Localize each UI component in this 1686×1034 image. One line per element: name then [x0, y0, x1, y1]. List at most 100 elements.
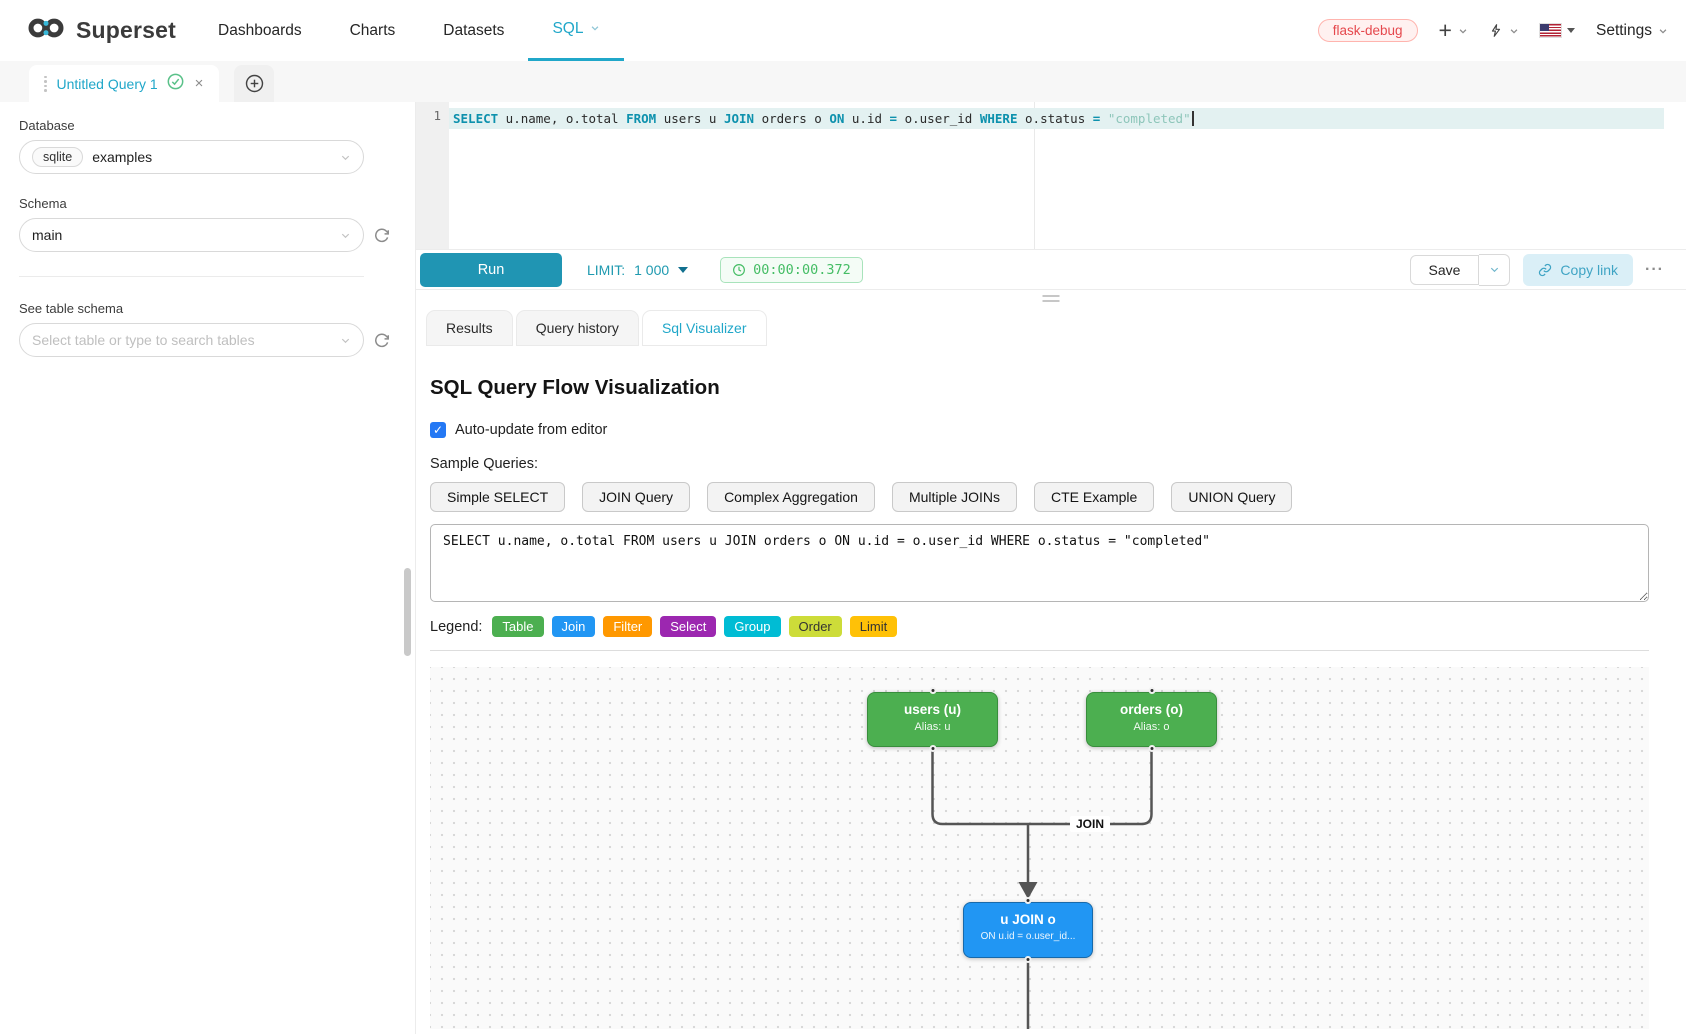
saved-check-icon	[167, 73, 184, 95]
query-tab-strip: Untitled Query 1 ×	[0, 61, 1686, 102]
main-area: Database sqlite examples Schema main	[0, 102, 1686, 1034]
node-handle-top[interactable]	[929, 687, 936, 694]
join-edge-label: JOIN	[1069, 816, 1111, 832]
editor-toolbar: Run LIMIT: 1 000 00:00:00.372 Save Copy …	[416, 249, 1686, 290]
schema-select[interactable]: main	[19, 218, 364, 252]
visualizer-pane: SQL Query Flow Visualization ✓ Auto-upda…	[416, 346, 1686, 1034]
nav-item-dashboards[interactable]: Dashboards	[218, 21, 302, 39]
chevron-down-icon	[1459, 28, 1467, 34]
flow-node-orders[interactable]: orders (o) Alias: o	[1086, 687, 1217, 752]
refresh-tables-button[interactable]	[373, 332, 390, 349]
query-timer: 00:00:00.372	[720, 256, 863, 283]
clock-icon	[733, 263, 746, 276]
node-handle-top[interactable]	[1148, 687, 1155, 694]
main-menu: Dashboards Charts Datasets SQL	[194, 0, 625, 61]
nav-right-cluster: flask-debug + Settings	[1317, 0, 1668, 61]
database-label: Database	[19, 118, 75, 133]
legend-badge-order: Order	[788, 616, 842, 637]
flow-edges	[931, 748, 1153, 1029]
arrowhead-icon	[1018, 882, 1038, 899]
new-dropdown[interactable]: +	[1439, 19, 1468, 42]
sample-queries-label: Sample Queries:	[430, 456, 538, 472]
node-handle-bottom[interactable]	[1024, 956, 1032, 963]
query-tab-title: Untitled Query 1	[56, 75, 158, 92]
query-tab[interactable]: Untitled Query 1 ×	[29, 65, 220, 102]
save-button[interactable]: Save	[1409, 254, 1480, 285]
chevron-down-icon	[340, 152, 351, 163]
limit-dropdown[interactable]: LIMIT: 1 000	[587, 262, 689, 278]
sample-union-query-button[interactable]: UNION Query	[1171, 482, 1293, 512]
legend-badge-select: Select	[660, 616, 717, 637]
sqllab-sidebar: Database sqlite examples Schema main	[0, 102, 415, 1034]
new-tab-button[interactable]	[234, 65, 275, 102]
chevron-down-icon	[1490, 267, 1499, 273]
us-flag-icon	[1538, 23, 1562, 38]
editor-code-area[interactable]: SELECT u.name, o.total FROM users u JOIN…	[449, 102, 1664, 249]
nav-item-charts[interactable]: Charts	[349, 21, 396, 39]
tab-sql-visualizer[interactable]: Sql Visualizer	[641, 310, 767, 346]
flow-node-users[interactable]: users (u) Alias: u	[867, 687, 998, 752]
active-code-line: SELECT u.name, o.total FROM users u JOIN…	[449, 108, 1664, 129]
schema-label: Schema	[19, 196, 67, 211]
text-cursor	[1191, 111, 1194, 126]
south-pane-scrollbar[interactable]	[404, 568, 411, 656]
tab-results[interactable]: Results	[426, 310, 513, 346]
link-icon	[1539, 263, 1552, 276]
query-textarea[interactable]: SELECT u.name, o.total FROM users u JOIN…	[430, 524, 1649, 602]
sidebar-divider	[19, 276, 364, 277]
save-options-button[interactable]	[1479, 253, 1511, 286]
result-tabs: Results Query history Sql Visualizer	[416, 310, 1686, 346]
nav-item-sql[interactable]: SQL	[528, 0, 625, 61]
query-search-dropdown[interactable]	[1489, 22, 1519, 39]
copy-link-button[interactable]: Copy link	[1523, 253, 1634, 286]
legend-badge-limit: Limit	[849, 616, 898, 637]
language-dropdown[interactable]	[1538, 23, 1575, 38]
chevron-down-icon	[340, 335, 351, 346]
run-button[interactable]: Run	[420, 252, 562, 287]
node-handle-top[interactable]	[1024, 897, 1032, 904]
caret-down-icon	[678, 266, 689, 273]
table-schema-label: See table schema	[19, 301, 124, 316]
sample-join-query-button[interactable]: JOIN Query	[582, 482, 691, 512]
legend-badge-filter: Filter	[603, 616, 653, 637]
content-divider	[430, 650, 1649, 651]
environment-badge: flask-debug	[1317, 19, 1418, 42]
node-handle-bottom[interactable]	[1148, 745, 1155, 752]
refresh-schema-button[interactable]	[373, 227, 390, 244]
sample-multiple-joins-button[interactable]: Multiple JOINs	[891, 482, 1017, 512]
sample-simple-select-button[interactable]: Simple SELECT	[430, 482, 566, 512]
chevron-down-icon	[1510, 28, 1518, 34]
plus-icon: +	[1438, 17, 1452, 43]
sample-complex-aggregation-button[interactable]: Complex Aggregation	[707, 482, 875, 512]
sample-cte-example-button[interactable]: CTE Example	[1033, 482, 1155, 512]
tab-close-icon[interactable]: ×	[194, 75, 204, 92]
chevron-down-icon	[1659, 28, 1667, 34]
database-select[interactable]: sqlite examples	[19, 140, 364, 174]
circle-plus-icon	[245, 74, 264, 93]
superset-logo[interactable]: Superset	[26, 0, 176, 61]
tab-query-history[interactable]: Query history	[515, 310, 639, 346]
editor-gutter: 1	[416, 102, 449, 249]
legend: Legend: Table Join Filter Select Group O…	[430, 616, 1686, 637]
node-handle-bottom[interactable]	[929, 745, 936, 752]
top-nav: Superset Dashboards Charts Datasets SQL …	[0, 0, 1686, 61]
table-select[interactable]: Select table or type to search tables	[19, 323, 364, 357]
legend-label: Legend:	[430, 618, 483, 635]
page-title: SQL Query Flow Visualization	[430, 376, 720, 399]
pane-splitter	[416, 290, 1686, 310]
auto-update-label: Auto-update from editor	[455, 422, 608, 438]
nav-item-datasets[interactable]: Datasets	[443, 21, 505, 39]
sql-editor[interactable]: 1 SELECT u.name, o.total FROM users u JO…	[416, 102, 1686, 249]
more-actions-button[interactable]: ···	[1645, 260, 1664, 278]
line-number: 1	[433, 108, 441, 123]
caret-down-icon	[1566, 28, 1575, 33]
flow-node-join[interactable]: u JOIN o ON u.id = o.user_id...	[963, 897, 1093, 963]
refresh-icon	[375, 333, 389, 347]
flow-canvas[interactable]: JOIN users (u) Alias: u orders (o) Alias…	[430, 667, 1649, 1029]
tab-drag-handle[interactable]	[43, 75, 48, 92]
sample-query-buttons: Simple SELECT JOIN Query Complex Aggrega…	[430, 482, 1686, 512]
auto-update-checkbox[interactable]: ✓	[430, 422, 446, 438]
settings-dropdown[interactable]: Settings	[1596, 22, 1668, 40]
lightning-icon	[1491, 24, 1501, 37]
splitter-grip-handle[interactable]	[1042, 295, 1060, 302]
